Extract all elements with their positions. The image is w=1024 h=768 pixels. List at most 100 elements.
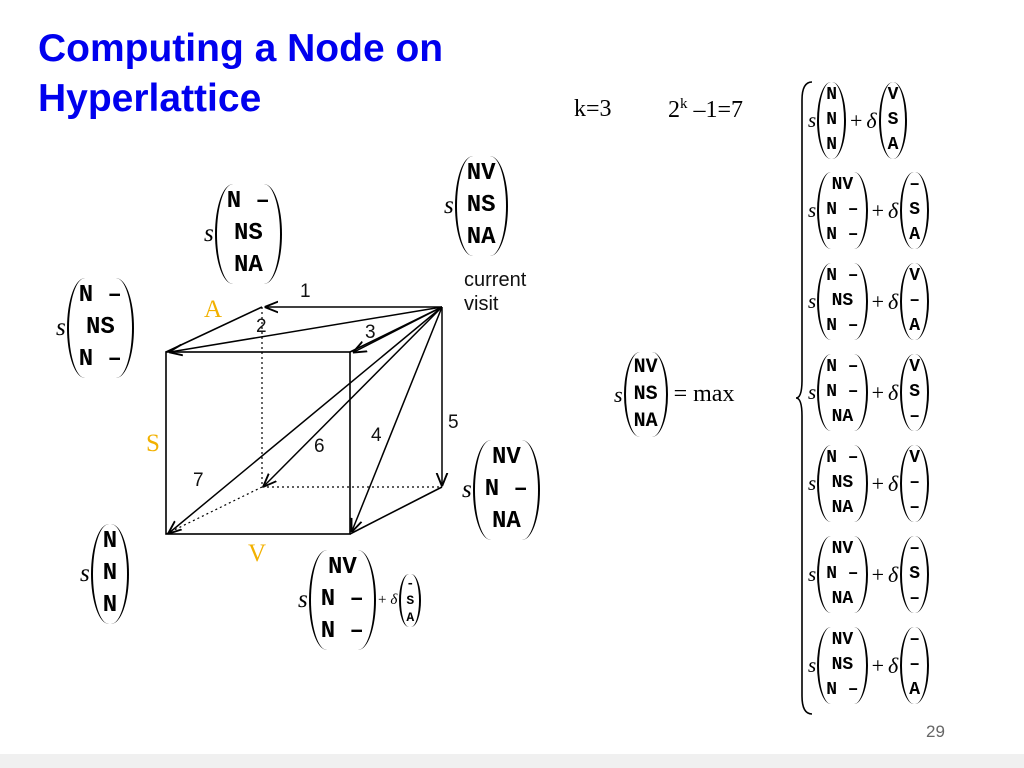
s-symbol: s — [808, 198, 817, 222]
vector-cell: NV — [831, 539, 854, 559]
vector-cell: N — [826, 135, 837, 155]
node-top-right: s NV NS NA — [444, 156, 508, 256]
vector-cell: N — [102, 528, 118, 555]
node-vector: NV NS NA — [454, 156, 508, 256]
max-operator: max — [693, 381, 735, 407]
vector-cell: N – — [826, 200, 859, 220]
node-bottom-left: s N N N — [80, 524, 130, 624]
s-symbol: s — [808, 380, 817, 404]
s-symbol: s — [614, 381, 623, 407]
vector-cell: – — [909, 291, 921, 311]
node-top-left: s N – NS NA — [204, 184, 282, 284]
vector-cell: A — [909, 680, 921, 700]
vector-cell: N – — [78, 346, 122, 373]
delta-symbol: δ — [390, 591, 398, 608]
vector-cell: – — [909, 473, 921, 493]
vector-cell: N – — [826, 448, 859, 468]
delta-vector: V–A — [900, 263, 930, 340]
delta-symbol: δ — [888, 652, 899, 678]
edge-label-5: 5 — [448, 412, 459, 433]
vector-cell: N — [826, 85, 837, 105]
delta-vector: –S– — [900, 536, 930, 613]
vector-cell: S — [887, 110, 899, 130]
vector-cell: NA — [466, 224, 496, 251]
s-symbol: s — [204, 220, 214, 247]
axis-label-v: V — [248, 540, 267, 567]
arrow-2 — [170, 306, 443, 352]
delta-symbol: δ — [866, 107, 877, 133]
vector-cell: NA — [633, 410, 658, 433]
node-bottom-middle: s NV N – N – + δ - S A — [298, 550, 422, 650]
current-visit-label: current visit — [464, 269, 527, 315]
s-symbol: s — [808, 562, 817, 586]
node-right: s NV N – NA — [462, 440, 540, 540]
s-symbol: s — [808, 471, 817, 495]
vector-cell: NA — [831, 407, 854, 427]
k-formula-rest: –1=7 — [687, 97, 744, 123]
vector-cell: NA — [233, 252, 263, 279]
edge-label-2: 2 — [256, 316, 267, 337]
plus-sign: + — [871, 470, 885, 496]
vector-cell: NV — [466, 160, 496, 187]
edge-label-3: 3 — [365, 322, 376, 343]
vector-cell: N – — [320, 586, 364, 613]
vector-cell: – — [909, 539, 921, 559]
cube-hidden-diagonal — [165, 486, 263, 535]
delta-symbol: δ — [888, 379, 899, 405]
axis-label-a: A — [204, 296, 223, 323]
k-formula: 2k –1=7 — [668, 96, 743, 124]
edge-label-6: 6 — [314, 436, 325, 457]
vector-cell: V — [887, 85, 899, 105]
vector-cell: N — [826, 110, 837, 130]
arrow-6 — [264, 306, 443, 486]
node-vector: N N N — [90, 524, 130, 624]
delta-vector: – – A — [900, 627, 930, 704]
vector-cell: NV — [831, 630, 854, 650]
s-symbol: s — [444, 192, 454, 219]
node-left: s N – NS N – — [56, 278, 134, 378]
vector-cell: S — [909, 382, 921, 402]
lhs-vector: NV NS NA — [623, 352, 668, 437]
vector-cell: NV — [633, 356, 658, 379]
vector-cell: NS — [466, 192, 496, 219]
delta-symbol: δ — [888, 288, 899, 314]
vector-cell: S — [406, 592, 415, 608]
node-vector: N – NS NA — [214, 184, 282, 284]
axis-label-s: S — [146, 430, 160, 457]
vector-cell: NS — [633, 383, 658, 406]
vector-cell: - — [406, 575, 415, 591]
vector-cell: V — [909, 357, 921, 377]
vector-cell: N — [102, 560, 118, 587]
s-symbol: s — [808, 653, 817, 677]
k-value: k=3 — [574, 96, 612, 122]
vector-cell: NS — [831, 473, 854, 493]
vector-cell: – — [909, 630, 921, 650]
vector-cell: NV — [831, 175, 854, 195]
node-vector: N – NS N – — [66, 278, 134, 378]
delta-symbol: δ — [888, 197, 899, 223]
edge-label-1: 1 — [300, 281, 311, 302]
vector-cell: – — [909, 655, 921, 675]
plus-sign: + — [850, 107, 863, 133]
delta-symbol: δ — [888, 470, 899, 496]
slide-title: Computing a Node on Hyperlattice — [38, 27, 444, 120]
vector-cell: A — [406, 609, 415, 625]
plus-sign: + — [871, 379, 885, 405]
vector-cell: N – — [826, 382, 859, 402]
max-brace — [796, 81, 813, 715]
s-symbol: s — [808, 289, 817, 313]
vector-cell: N – — [484, 476, 528, 503]
s-symbol: s — [80, 560, 90, 587]
equals-sign: = — [673, 381, 688, 407]
vector-cell: NA — [491, 508, 521, 535]
node-vector: NV N – NA — [472, 440, 540, 540]
